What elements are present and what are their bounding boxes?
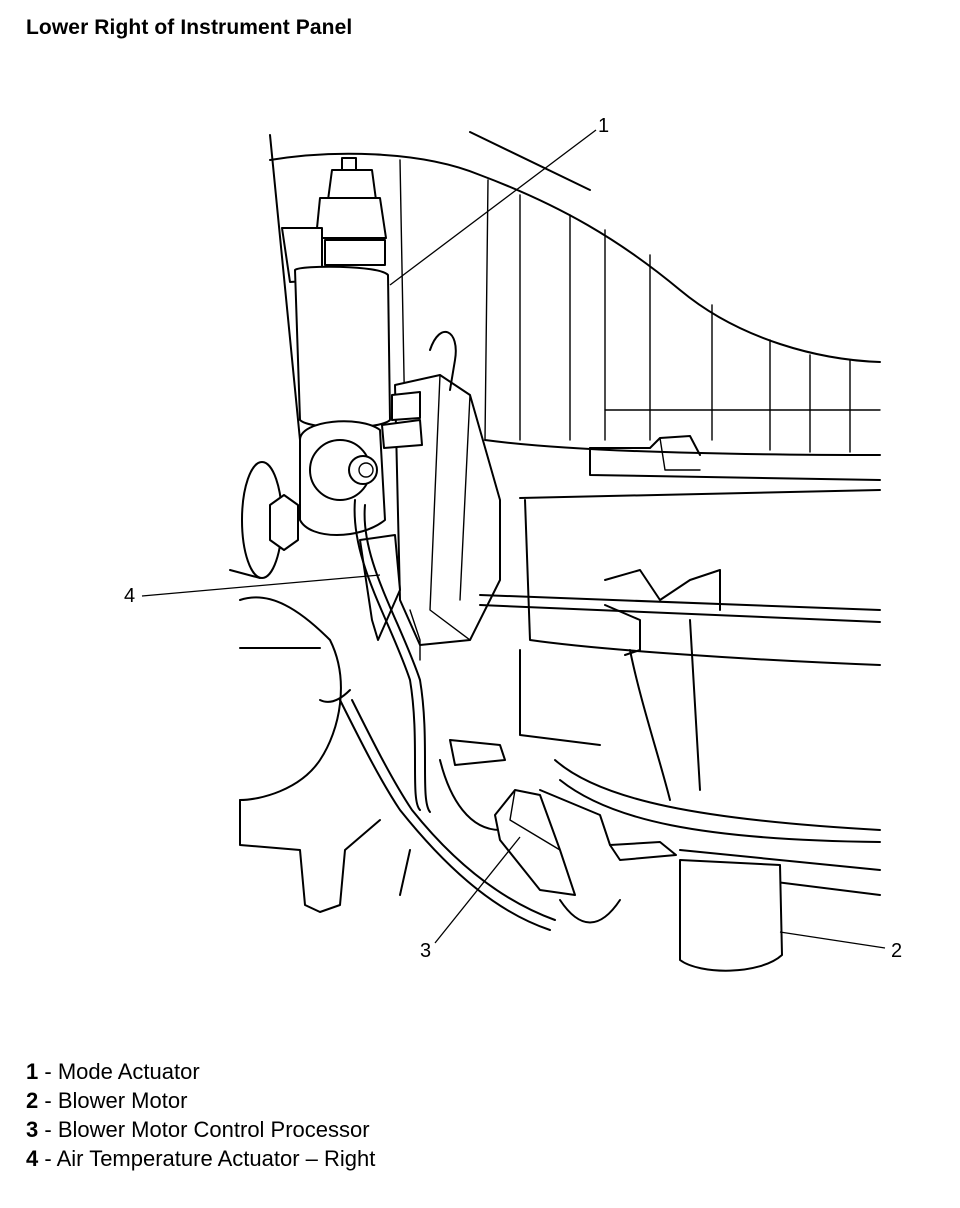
legend-number: 4 xyxy=(26,1146,39,1171)
callout-3: 3 xyxy=(420,940,431,962)
callout-4: 4 xyxy=(124,585,135,607)
legend-label: Air Temperature Actuator – Right xyxy=(56,1146,376,1171)
legend-number: 2 xyxy=(26,1088,39,1113)
leader-line-1 xyxy=(389,129,597,286)
leader-lines xyxy=(141,129,886,949)
legend-item: 2 - Blower Motor xyxy=(26,1086,375,1115)
legend-item: 4 - Air Temperature Actuator – Right xyxy=(26,1144,375,1173)
callout-2: 2 xyxy=(891,940,902,962)
wire-harness xyxy=(319,499,556,931)
legend-separator: - xyxy=(38,1088,58,1113)
leader-line-2 xyxy=(779,931,886,949)
leader-line-4 xyxy=(141,574,381,597)
blower-motor-control-processor xyxy=(494,789,621,924)
hvac-component-illustration: 1 2 3 4 xyxy=(124,115,902,972)
legend-separator: - xyxy=(38,1146,57,1171)
legend-item: 1 - Mode Actuator xyxy=(26,1057,375,1086)
page-title: Lower Right of Instrument Panel xyxy=(26,16,353,39)
blower-motor xyxy=(539,789,783,972)
legend-number: 1 xyxy=(26,1059,39,1084)
legend-label: Blower Motor Control Processor xyxy=(57,1117,370,1142)
air-temperature-actuator xyxy=(359,330,501,661)
legend-number: 3 xyxy=(26,1117,39,1142)
legend-label: Mode Actuator xyxy=(57,1059,200,1084)
mounting-nut xyxy=(241,461,299,579)
legend-item: 3 - Blower Motor Control Processor xyxy=(26,1115,375,1144)
callout-1: 1 xyxy=(598,115,609,137)
legend-label: Blower Motor xyxy=(57,1088,188,1113)
component-legend: 1 - Mode Actuator 2 - Blower Motor 3 - B… xyxy=(26,1057,375,1173)
legend-separator: - xyxy=(38,1117,58,1142)
mode-actuator xyxy=(281,157,391,536)
legend-separator: - xyxy=(38,1059,58,1084)
leader-line-3 xyxy=(434,836,521,944)
hvac-housing xyxy=(269,131,881,481)
